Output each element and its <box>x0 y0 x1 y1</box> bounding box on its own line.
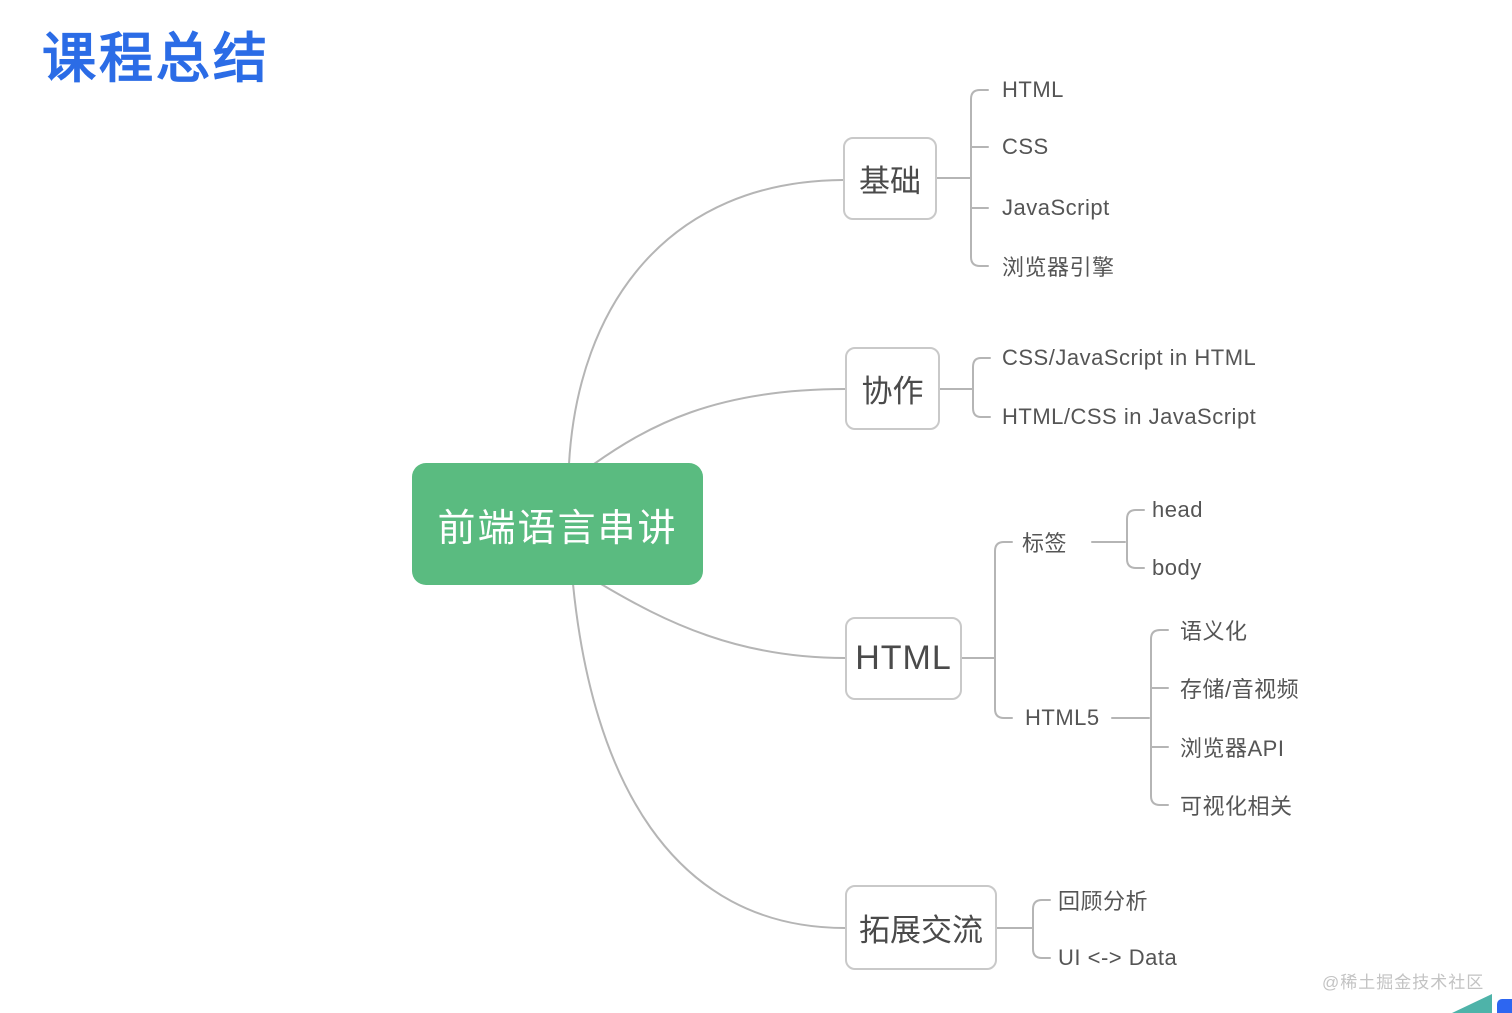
branch-node-basics-label: 基础 <box>859 164 921 199</box>
leaf-head[interactable]: head <box>1152 497 1203 522</box>
branch-node-extend-label: 拓展交流 <box>859 913 983 948</box>
leaf-css[interactable]: CSS <box>1002 134 1049 159</box>
leaf-javascript[interactable]: JavaScript <box>1002 195 1110 220</box>
bracket-collab <box>972 357 991 418</box>
branch-node-basics[interactable]: 基础 <box>843 137 937 220</box>
branch-node-html[interactable]: HTML <box>845 617 962 700</box>
leaf-browser-api[interactable]: 浏览器API <box>1180 736 1285 761</box>
bracket-extend <box>1032 899 1051 959</box>
leaf-html[interactable]: HTML <box>1002 77 1064 102</box>
bracket-html <box>994 541 1013 719</box>
logo-blue-shape <box>1497 999 1512 1013</box>
leaf-ui-data[interactable]: UI <-> Data <box>1058 945 1178 970</box>
logo-teal-triangle <box>1452 994 1492 1013</box>
bracket-tags <box>1126 509 1145 569</box>
leaf-body[interactable]: body <box>1152 555 1202 580</box>
bracket-basics <box>970 89 989 267</box>
juejin-logo-fragment-icon <box>1452 994 1512 1013</box>
leaf-semantics[interactable]: 语义化 <box>1180 619 1248 644</box>
root-node-label: 前端语言串讲 <box>437 507 678 550</box>
leaf-visualization[interactable]: 可视化相关 <box>1180 794 1293 819</box>
page-title: 课程总结 <box>42 29 270 89</box>
branch-node-html-label: HTML <box>855 639 952 677</box>
curve-root-to-collab <box>593 388 846 465</box>
leaf-review-analysis[interactable]: 回顾分析 <box>1058 889 1149 914</box>
branch-node-collab-label: 协作 <box>861 374 924 409</box>
leaf-storage-media[interactable]: 存储/音视频 <box>1180 677 1300 702</box>
subnode-tags[interactable]: 标签 <box>1022 531 1068 556</box>
subnode-html5[interactable]: HTML5 <box>1025 705 1100 730</box>
leaf-browser-engine[interactable]: 浏览器引擎 <box>1002 255 1115 280</box>
leaf-html-css-in-js[interactable]: HTML/CSS in JavaScript <box>1002 404 1257 429</box>
curve-root-to-html <box>600 583 846 659</box>
curve-root-to-extend <box>572 583 846 929</box>
bracket-html5 <box>1150 629 1169 806</box>
branch-node-collab[interactable]: 协作 <box>845 347 940 430</box>
branch-node-extend[interactable]: 拓展交流 <box>845 885 997 970</box>
leaf-css-js-in-html[interactable]: CSS/JavaScript in HTML <box>1002 345 1257 370</box>
root-node[interactable]: 前端语言串讲 <box>412 463 703 585</box>
watermark-text: @稀土掘金技术社区 <box>1322 973 1485 992</box>
curve-root-to-basics <box>568 179 844 465</box>
